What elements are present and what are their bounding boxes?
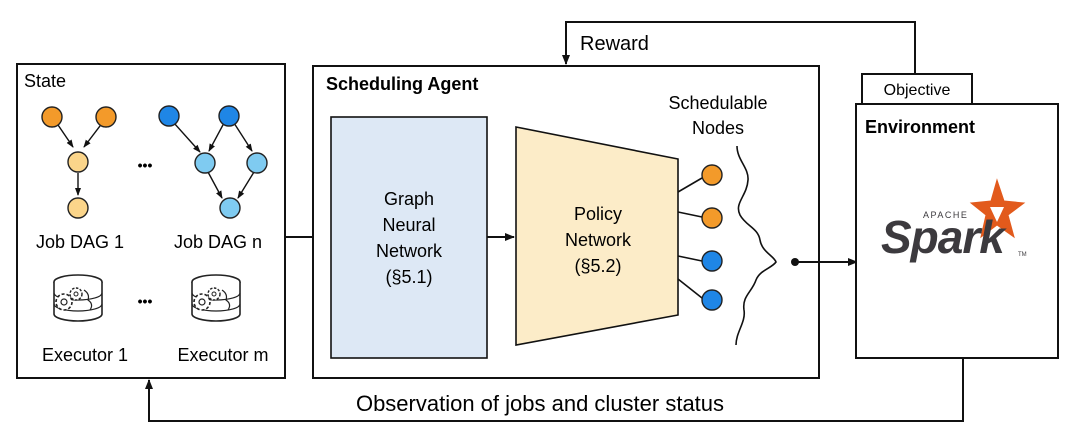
reward-label: Reward: [580, 33, 649, 55]
observation-arrow: [145, 358, 964, 422]
executor-m-icon: [191, 274, 241, 322]
policy-label-2: Network: [565, 230, 632, 250]
dagn-node: [194, 152, 216, 174]
job-dag-1-label: Job DAG 1: [36, 232, 124, 252]
policy-label-1: Policy: [574, 204, 622, 224]
dagn-node: [218, 105, 240, 127]
dag1-node: [67, 197, 89, 219]
spark-wordmark: Spark: [881, 211, 1007, 263]
schedulable-node: [701, 207, 723, 229]
probability-distribution-curve: [735, 145, 777, 346]
policy-network-shape: [515, 126, 679, 346]
environment-title: Environment: [865, 117, 975, 137]
gnn-label-2: Neural: [382, 215, 435, 235]
dagn-node: [158, 105, 180, 127]
executor-1-label: Executor 1: [42, 345, 128, 365]
job-dag-1: [41, 106, 117, 219]
schedulable-nodes-label-1: Schedulable: [668, 93, 767, 113]
job-dag-n-label: Job DAG n: [174, 232, 262, 252]
dag1-node: [41, 106, 63, 128]
gnn-box: [330, 116, 488, 359]
dag1-node: [67, 151, 89, 173]
reward-arrow: [562, 21, 916, 74]
scheduling-agent-title: Scheduling Agent: [326, 74, 478, 94]
executor-m-label: Executor m: [177, 345, 268, 365]
objective-label: Objective: [884, 82, 951, 99]
apache-spark-logo: APACHE Spark TM: [881, 178, 1027, 263]
schedulable-node: [701, 289, 723, 311]
schedulable-node: [701, 164, 723, 186]
dag1-node: [95, 106, 117, 128]
gnn-label-3: Network: [376, 241, 443, 261]
executor-1-icon: [53, 274, 103, 322]
policy-outputs: [677, 164, 723, 311]
dag-ellipsis: •••: [138, 157, 153, 173]
job-dag-n: [158, 105, 268, 219]
observation-label: Observation of jobs and cluster status: [356, 391, 724, 416]
schedulable-nodes-label-2: Nodes: [692, 118, 744, 138]
dagn-node: [219, 197, 241, 219]
executor-ellipsis: •••: [138, 293, 153, 309]
dagn-node: [246, 152, 268, 174]
policy-label-3: (§5.2): [574, 256, 621, 276]
schedulable-node: [701, 250, 723, 272]
apache-wordmark: APACHE: [923, 210, 968, 220]
gnn-label-1: Graph: [384, 189, 434, 209]
state-title: State: [24, 71, 66, 91]
spark-trademark: TM: [1018, 252, 1027, 258]
gnn-label-4: (§5.1): [385, 267, 432, 287]
environment-box: [855, 103, 1059, 359]
